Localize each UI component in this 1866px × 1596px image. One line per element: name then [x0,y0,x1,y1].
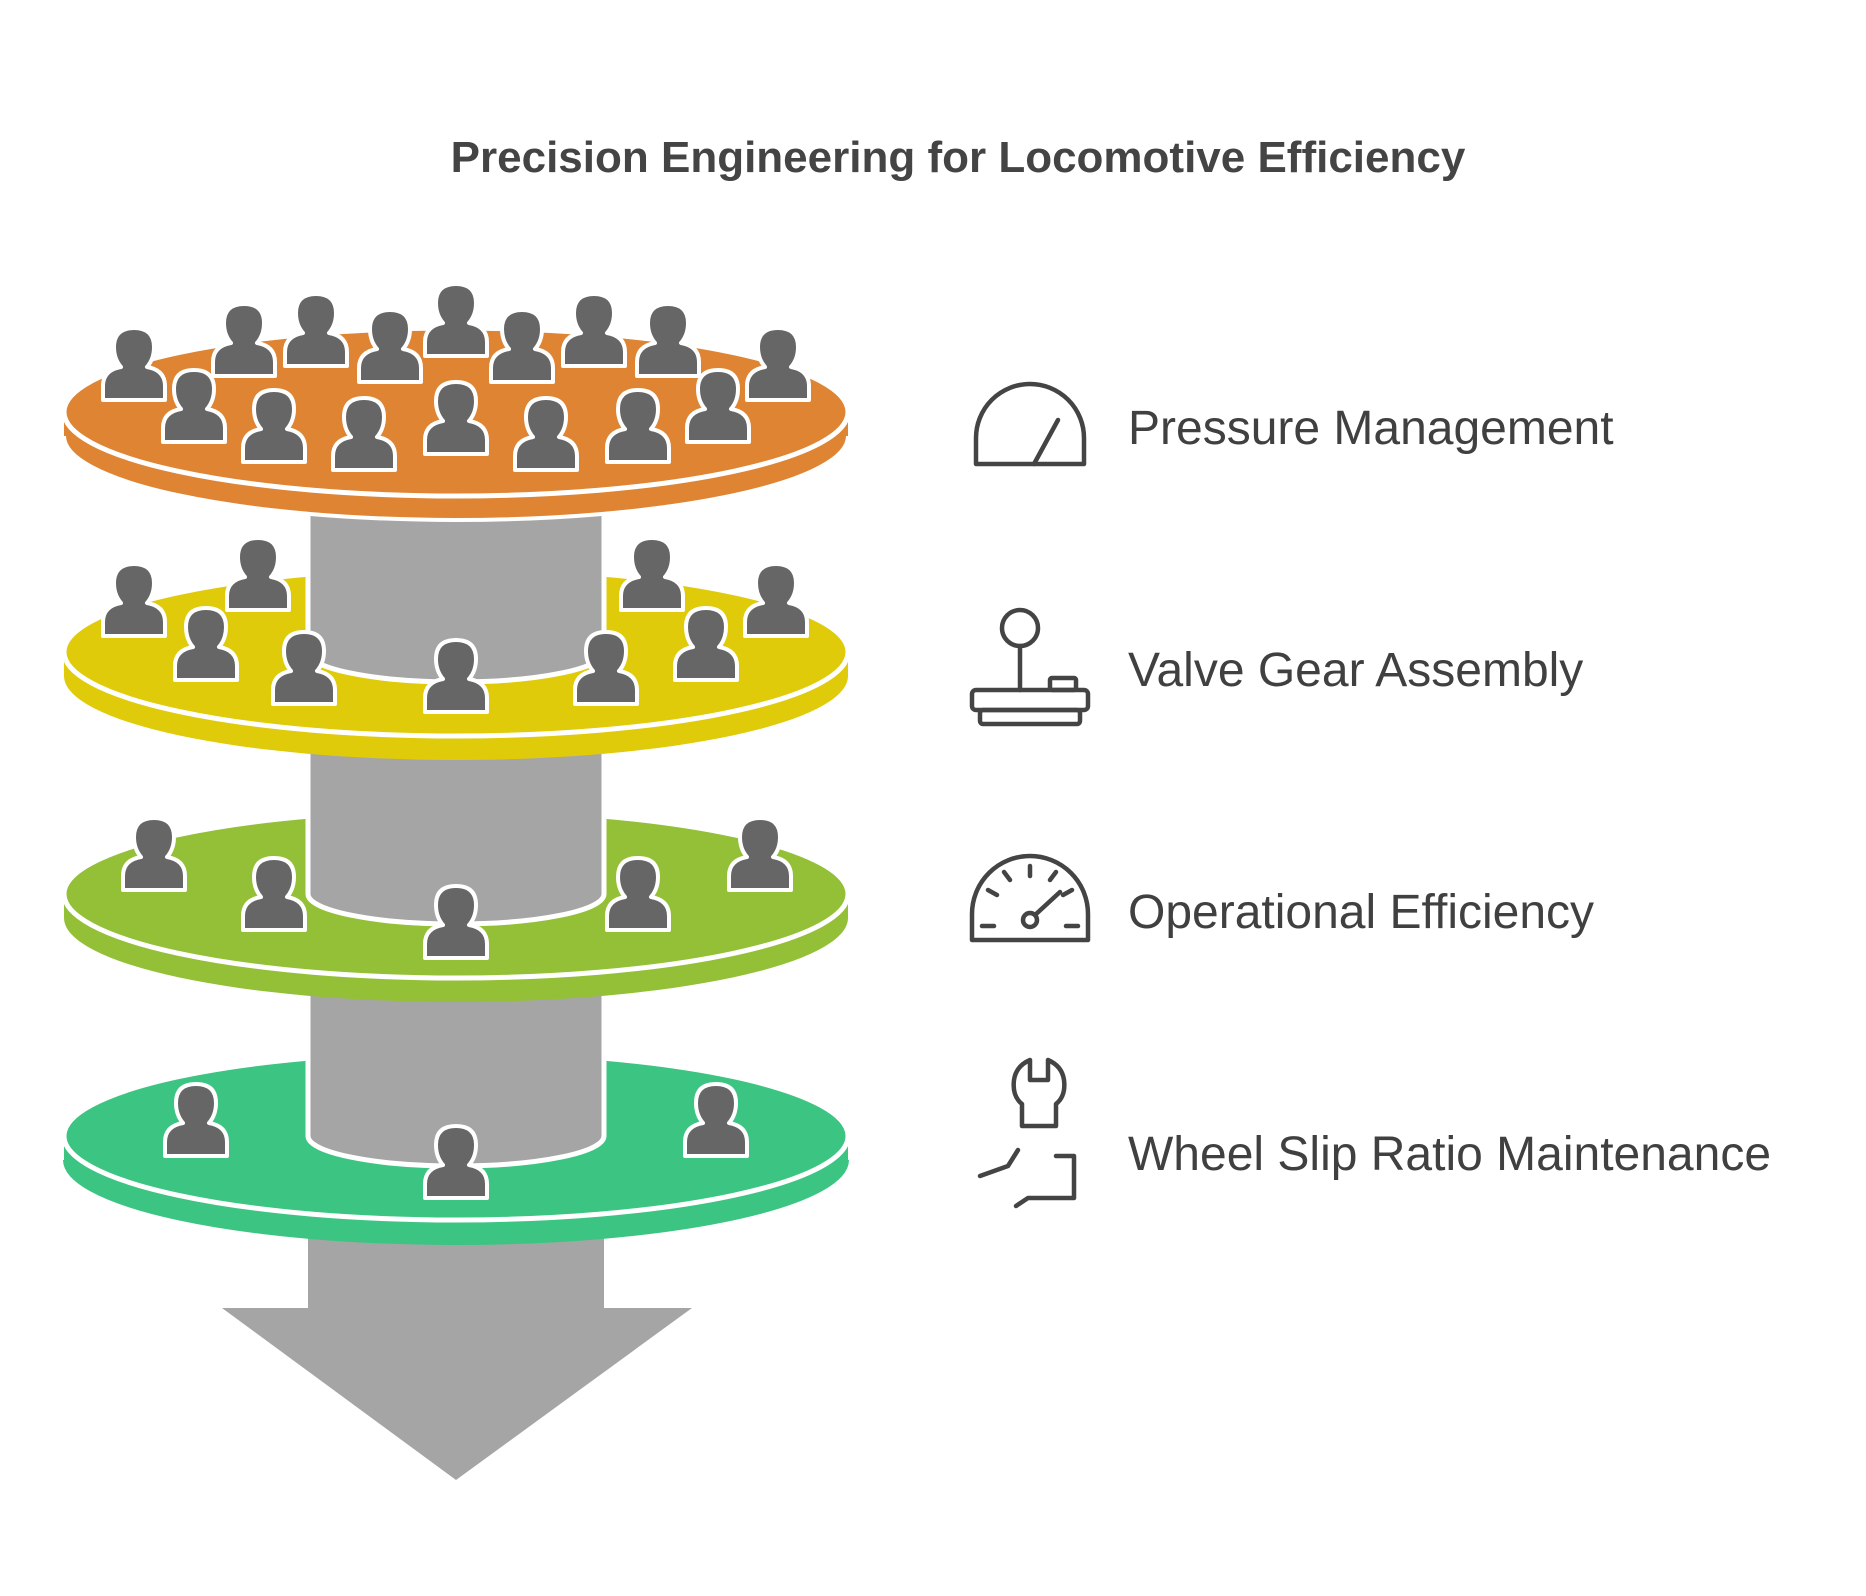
layer-label-3: Operational Efficiency [1128,886,1594,939]
down-arrow [222,1230,692,1480]
layer-label-2: Valve Gear Assembly [1128,644,1583,697]
wrench-hand-icon [977,1057,1077,1209]
person-icon [225,536,291,612]
person-icon [423,282,489,358]
person-icon [619,536,685,612]
pressure-gauge-icon [973,381,1087,467]
joystick-valve-icon [969,607,1091,727]
speedometer-icon [969,853,1091,943]
page-title: Precision Engineering for Locomotive Eff… [451,133,1466,182]
layer-label-4: Wheel Slip Ratio Maintenance [1128,1128,1771,1181]
layer-label-1: Pressure Management [1128,402,1614,455]
